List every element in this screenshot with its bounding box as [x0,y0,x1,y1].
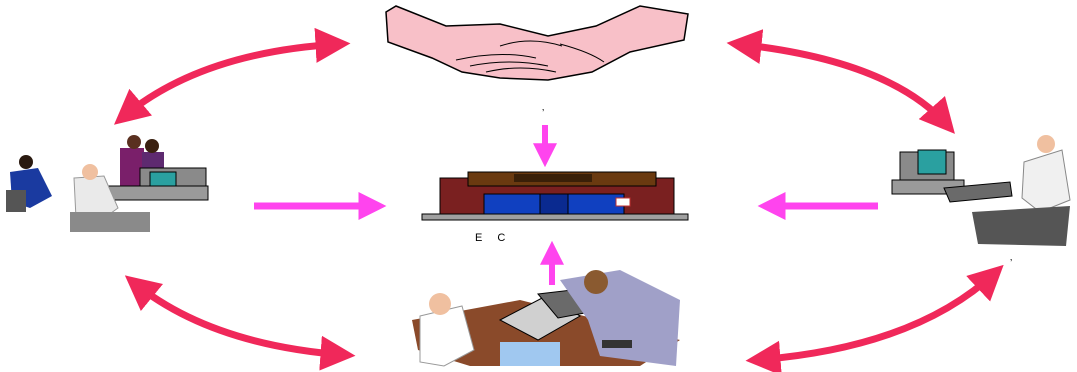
cycle-arrow-top-left [122,44,340,118]
meeting-image [412,270,680,366]
center-label: E C [475,232,511,244]
cycle-arrow-bottom-right [756,272,996,360]
storefront-image [422,172,688,220]
computer-user-image [892,135,1070,246]
cycle-arrow-bottom-left [133,282,345,355]
office-workers-image [6,135,208,232]
top-mark: ’ [542,108,544,119]
cycle-arrow-top-right [737,44,948,126]
handshake-image [386,6,688,80]
right-mark: ’ [1010,258,1012,269]
